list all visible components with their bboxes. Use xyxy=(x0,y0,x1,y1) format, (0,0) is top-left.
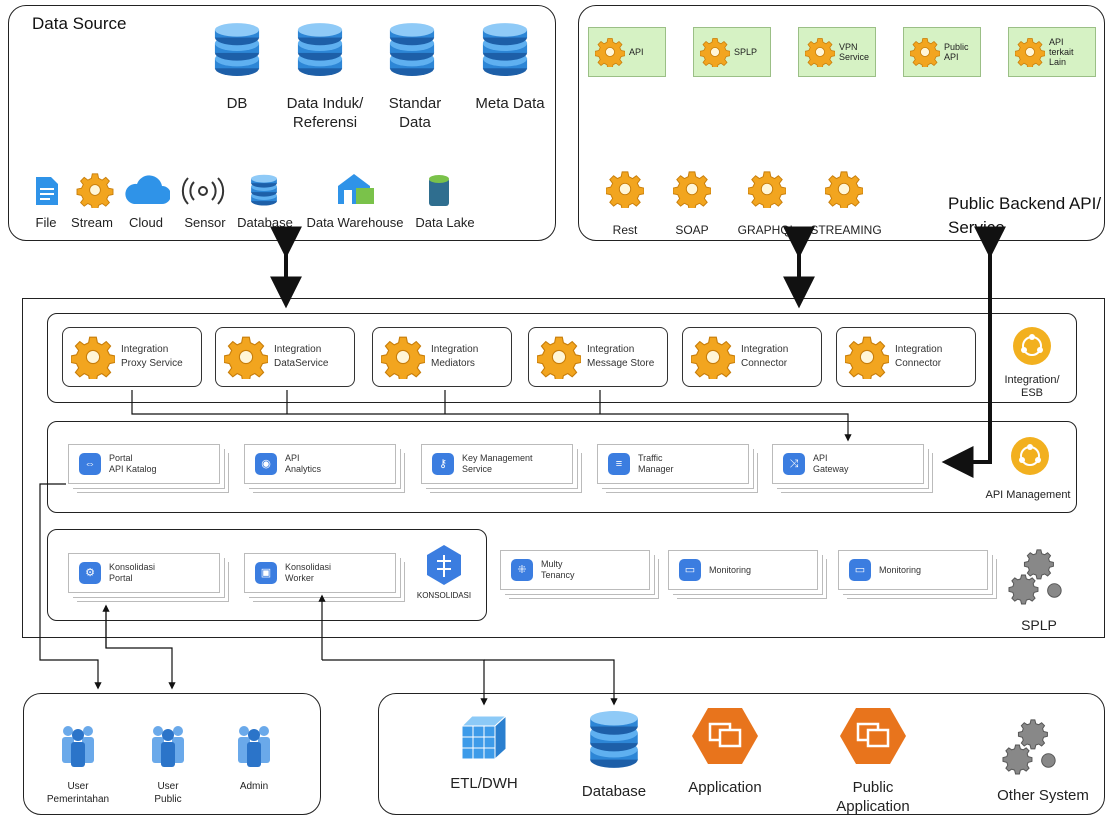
public-api-tile: Public API xyxy=(903,27,981,77)
sensor-label: Sensor xyxy=(184,215,226,230)
esb-label: Integration/ ESB xyxy=(1004,374,1060,399)
integration-connector-1: Integration Connector xyxy=(682,327,822,387)
konsolidasi-worker: ▣Konsolidasi Worker xyxy=(244,553,396,593)
konsolidasi-portal: ⚙Konsolidasi Portal xyxy=(68,553,220,593)
sensor-icon xyxy=(181,177,225,205)
data-source-title: Data Source xyxy=(32,14,127,33)
cloud-icon xyxy=(125,175,170,204)
user-public-label: User Public xyxy=(154,781,182,805)
splp-label: SPLP xyxy=(1021,617,1057,633)
user-pemerintahan-label: User Pemerintahan xyxy=(46,781,110,805)
api-management-label: API Management xyxy=(985,489,1071,501)
konsolidasi-label: KONSOLIDASI xyxy=(416,591,472,600)
api-analytics: ◉API Analytics xyxy=(244,444,396,484)
database-system-label: Database xyxy=(581,783,647,800)
api-gateway: ⤨API Gateway xyxy=(772,444,924,484)
portal-settings-icon: ⚙ xyxy=(79,562,101,584)
integration-dataservice: Integration DataService xyxy=(215,327,355,387)
other-system-label: Other System xyxy=(997,787,1089,804)
gateway-icon: ⤨ xyxy=(783,453,805,475)
monitoring-1: ▭Monitoring xyxy=(668,550,818,590)
esb-icon xyxy=(1013,327,1051,365)
portal-icon: ⇔ xyxy=(79,453,101,475)
monitoring-2: ▭Monitoring xyxy=(838,550,988,590)
application-icon xyxy=(692,708,758,764)
monitor-icon: ▭ xyxy=(679,559,701,581)
key-management-service: ⚷Key Management Service xyxy=(421,444,573,484)
traffic-icon: ≡ xyxy=(608,453,630,475)
public-backend-title: Public Backend API/ Service xyxy=(948,194,1102,237)
public-application-icon xyxy=(840,708,906,764)
splp-tile: SPLP xyxy=(693,27,771,77)
data-lake-icon xyxy=(429,175,449,206)
api-terkait-lain-tile: API terkait Lain xyxy=(1008,27,1096,77)
traffic-manager: ≡Traffic Manager xyxy=(597,444,749,484)
api-tile: API xyxy=(588,27,666,77)
etl-dwh-icon xyxy=(460,714,508,761)
graphql-label: GRAPHQL xyxy=(737,223,797,237)
integration-mediators: Integration Mediators xyxy=(372,327,512,387)
rest-label: Rest xyxy=(612,223,638,237)
integration-message-store: Integration Message Store xyxy=(528,327,668,387)
file-label: File xyxy=(35,215,57,230)
database-label: Database xyxy=(237,215,293,230)
stream-label: Stream xyxy=(71,215,113,230)
streaming-label: STREAMING xyxy=(810,223,882,237)
monitor-icon: ▭ xyxy=(849,559,871,581)
soap-label: SOAP xyxy=(675,223,709,237)
tenancy-icon: ⁜ xyxy=(511,559,533,581)
application-label: Application xyxy=(688,779,762,796)
cloud-label: Cloud xyxy=(129,215,163,230)
data-induk-label: Data Induk/ Referensi xyxy=(286,95,364,131)
multy-tenancy: ⁜Multy Tenancy xyxy=(500,550,650,590)
standar-data-label: Standar Data xyxy=(388,95,442,131)
key-icon: ⚷ xyxy=(432,453,454,475)
etl-dwh-label: ETL/DWH xyxy=(450,775,518,792)
api-management-icon xyxy=(1011,437,1049,475)
admin-label: Admin xyxy=(239,781,269,792)
vpn-service-tile: VPN Service xyxy=(798,27,876,77)
data-warehouse-icon xyxy=(338,174,374,204)
portal-api-katalog: ⇔Portal API Katalog xyxy=(68,444,220,484)
meta-data-label: Meta Data xyxy=(475,95,545,112)
analytics-icon: ◉ xyxy=(255,453,277,475)
db-label: DB xyxy=(226,95,248,112)
public-application-label: Public Application xyxy=(836,779,910,815)
data-lake-label: Data Lake xyxy=(415,215,475,230)
data-warehouse-label: Data Warehouse xyxy=(306,215,404,230)
integration-proxy-service: Integration Proxy Service xyxy=(62,327,202,387)
konsolidasi-icon xyxy=(427,545,461,585)
worker-icon: ▣ xyxy=(255,562,277,584)
file-icon xyxy=(36,177,58,205)
